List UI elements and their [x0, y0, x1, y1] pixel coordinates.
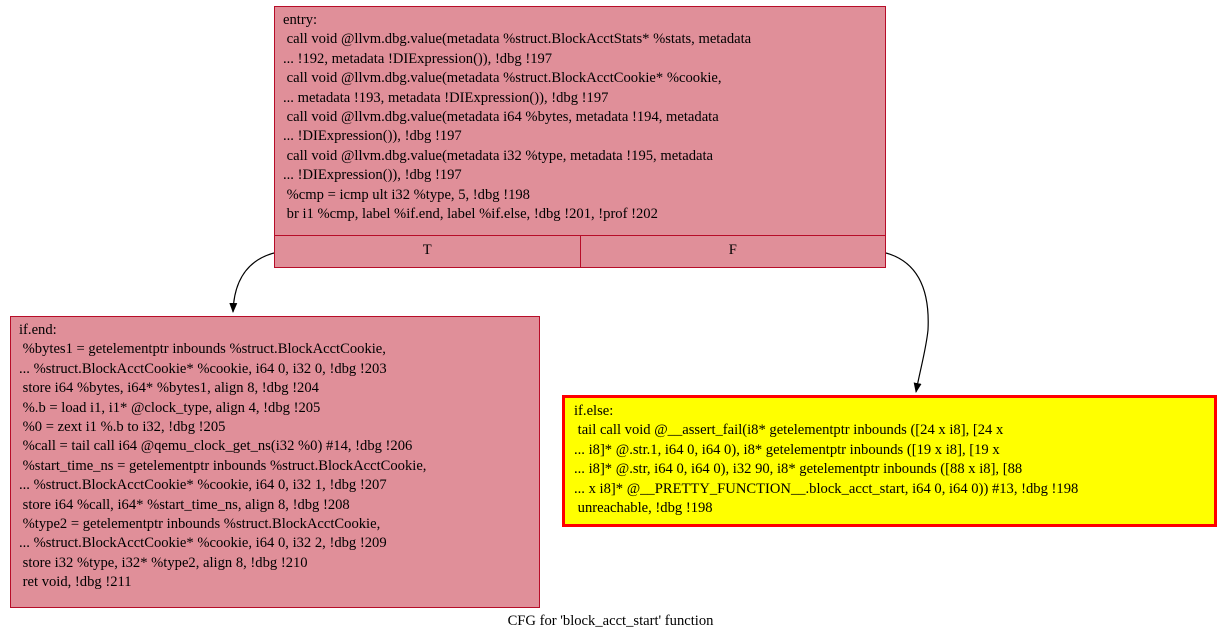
code-line: ... !DIExpression()), !dbg !197 [283, 167, 462, 184]
code-line: ... %struct.BlockAcctCookie* %cookie, i6… [19, 535, 387, 552]
code-line: ... %struct.BlockAcctCookie* %cookie, i6… [19, 360, 387, 377]
code-line: %type2 = getelementptr inbounds %struct.… [19, 515, 381, 532]
code-line: ret void, !dbg !211 [19, 574, 132, 591]
code-line: %start_time_ns = getelementptr inbounds … [19, 457, 427, 474]
code-line: call void @llvm.dbg.value(metadata %stru… [283, 31, 752, 48]
code-line: entry: [283, 12, 318, 28]
code-line: if.else: [574, 403, 614, 419]
entry-block-code: entry: call void @llvm.dbg.value(metadat… [275, 7, 885, 237]
entry-block[interactable]: entry: call void @llvm.dbg.value(metadat… [274, 6, 886, 268]
code-line: unreachable, !dbg !198 [574, 499, 713, 516]
code-line: store i32 %type, i32* %type2, align 8, !… [19, 554, 308, 571]
code-line: %call = tail call i64 @qemu_clock_get_ns… [19, 438, 413, 455]
code-line: %.b = load i1, i1* @clock_type, align 4,… [19, 399, 321, 416]
code-line: ... %struct.BlockAcctCookie* %cookie, i6… [19, 477, 387, 494]
entry-block-ports: T F [275, 235, 885, 267]
code-line: ... !192, metadata !DIExpression()), !db… [283, 50, 553, 67]
code-line: ... metadata !193, metadata !DIExpressio… [283, 89, 609, 106]
code-line: if.end: [19, 322, 57, 338]
code-line: ... x i8]* @__PRETTY_FUNCTION__.block_ac… [574, 480, 1079, 497]
code-line: ... !DIExpression()), !dbg !197 [283, 128, 462, 145]
if-end-block[interactable]: if.end: %bytes1 = getelementptr inbounds… [10, 316, 540, 608]
code-line: %0 = zext i1 %.b to i32, !dbg !205 [19, 418, 226, 435]
code-line: store i64 %call, i64* %start_time_ns, al… [19, 496, 350, 513]
if-else-block[interactable]: if.else: tail call void @__assert_fail(i… [562, 395, 1217, 527]
edge-true-to-if-end [229, 252, 275, 313]
code-line: ... i8]* @.str, i64 0, i64 0), i32 90, i… [574, 461, 1023, 478]
edge-false-to-if-else [885, 252, 929, 393]
graph-caption: CFG for 'block_acct_start' function [507, 613, 714, 629]
if-end-block-code: if.end: %bytes1 = getelementptr inbounds… [11, 317, 539, 592]
code-line: call void @llvm.dbg.value(metadata i32 %… [283, 147, 714, 164]
port-true: T [422, 242, 432, 258]
code-line: tail call void @__assert_fail(i8* getele… [574, 422, 1004, 439]
code-line: call void @llvm.dbg.value(metadata %stru… [283, 70, 722, 87]
code-line: ... i8]* @.str.1, i64 0, i64 0), i8* get… [574, 441, 1000, 458]
code-line: %bytes1 = getelementptr inbounds %struct… [19, 341, 386, 358]
code-line: br i1 %cmp, label %if.end, label %if.els… [283, 205, 658, 222]
code-line: %cmp = icmp ult i32 %type, 5, !dbg !198 [283, 186, 530, 203]
port-false: F [579, 236, 886, 267]
code-line: call void @llvm.dbg.value(metadata i64 %… [283, 108, 719, 125]
code-line: store i64 %bytes, i64* %bytes1, align 8,… [19, 380, 319, 397]
if-else-block-code: if.else: tail call void @__assert_fail(i… [565, 398, 1214, 518]
